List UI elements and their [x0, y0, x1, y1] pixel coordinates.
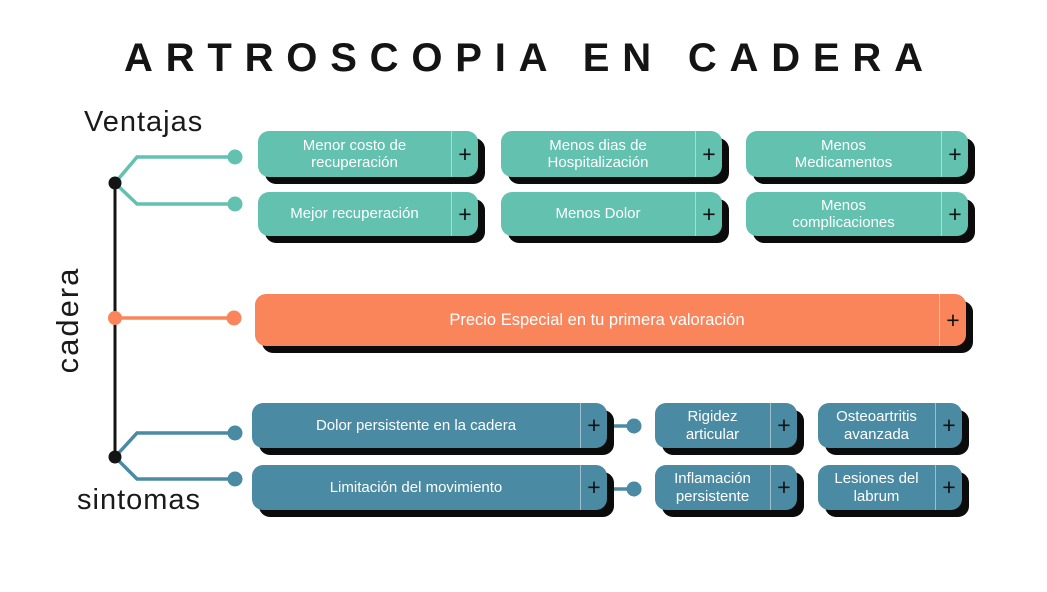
node-label: Inflamación persistente — [674, 470, 751, 505]
node-rigidez-articular[interactable]: Rigidez articular + — [655, 403, 797, 448]
node-label: Osteoartritis avanzada — [836, 408, 917, 443]
expand-plus-icon[interactable]: + — [941, 131, 968, 177]
root-label: cadera — [50, 266, 85, 374]
node-precio-especial[interactable]: Precio Especial en tu primera valoración… — [255, 294, 966, 346]
branch-label-sintomas: sintomas — [77, 484, 202, 516]
node-label: Menos Dolor — [555, 205, 641, 223]
spine-node-ventajas — [108, 176, 122, 190]
expand-plus-icon[interactable]: + — [695, 131, 722, 177]
expand-plus-icon[interactable]: + — [580, 403, 607, 448]
node-menos-medicamentos[interactable]: Menos Medicamentos + — [746, 131, 968, 177]
branch-dot — [226, 310, 242, 326]
node-menos-dias-de-hospitalizacion[interactable]: Menos dias de Hospitalización + — [501, 131, 722, 177]
node-limitacion-movimiento[interactable]: Limitación del movimiento + — [252, 465, 607, 510]
node-menos-dolor[interactable]: Menos Dolor + — [501, 192, 722, 236]
node-label: Lesiones del labrum — [834, 470, 919, 505]
node-label: Rigidez articular — [685, 408, 740, 443]
expand-plus-icon[interactable]: + — [770, 403, 797, 448]
expand-plus-icon[interactable]: + — [580, 465, 607, 510]
branch-line-ventajas-1 — [113, 155, 229, 185]
node-menos-complicaciones[interactable]: Menos complicaciones + — [746, 192, 968, 236]
branch-dot — [227, 196, 243, 212]
node-label: Precio Especial en tu primera valoración — [449, 310, 745, 329]
node-mejor-recuperacion[interactable]: Mejor recuperación + — [258, 192, 478, 236]
branch-dot — [626, 418, 642, 434]
expand-plus-icon[interactable]: + — [451, 131, 478, 177]
branch-line-sintomas-1 — [113, 431, 229, 459]
expand-plus-icon[interactable]: + — [939, 294, 966, 346]
expand-plus-icon[interactable]: + — [695, 192, 722, 236]
spine-node-promo — [108, 311, 122, 325]
page-title: ARTROSCOPIA EN CADERA — [124, 36, 936, 80]
branch-dot — [227, 149, 243, 165]
node-label: Menos complicaciones — [792, 196, 895, 231]
node-label: Dolor persistente en la cadera — [315, 416, 517, 434]
node-label: Menos dias de Hospitalización — [547, 136, 649, 171]
branch-line-ventajas-2 — [113, 181, 229, 206]
branch-dot — [626, 481, 642, 497]
node-menor-costo-de-recuperacion[interactable]: Menor costo de recuperación + — [258, 131, 478, 177]
expand-plus-icon[interactable]: + — [935, 465, 962, 510]
node-label: Menos Medicamentos — [794, 136, 893, 171]
node-label: Mejor recuperación — [290, 205, 419, 223]
node-inflamacion-persistente[interactable]: Inflamación persistente + — [655, 465, 797, 510]
expand-plus-icon[interactable]: + — [941, 192, 968, 236]
expand-plus-icon[interactable]: + — [770, 465, 797, 510]
branch-line-sintomas-2 — [113, 455, 229, 481]
branch-dot — [227, 471, 243, 487]
branch-dot — [227, 425, 243, 441]
node-osteoartritis-avanzada[interactable]: Osteoartritis avanzada + — [818, 403, 962, 448]
spine-node-sintomas — [108, 450, 122, 464]
node-label: Menor costo de recuperación — [302, 136, 407, 171]
node-label: Limitación del movimiento — [329, 478, 503, 496]
node-lesiones-labrum[interactable]: Lesiones del labrum + — [818, 465, 962, 510]
expand-plus-icon[interactable]: + — [451, 192, 478, 236]
branch-label-ventajas: Ventajas — [84, 106, 204, 138]
expand-plus-icon[interactable]: + — [935, 403, 962, 448]
node-dolor-persistente[interactable]: Dolor persistente en la cadera + — [252, 403, 607, 448]
